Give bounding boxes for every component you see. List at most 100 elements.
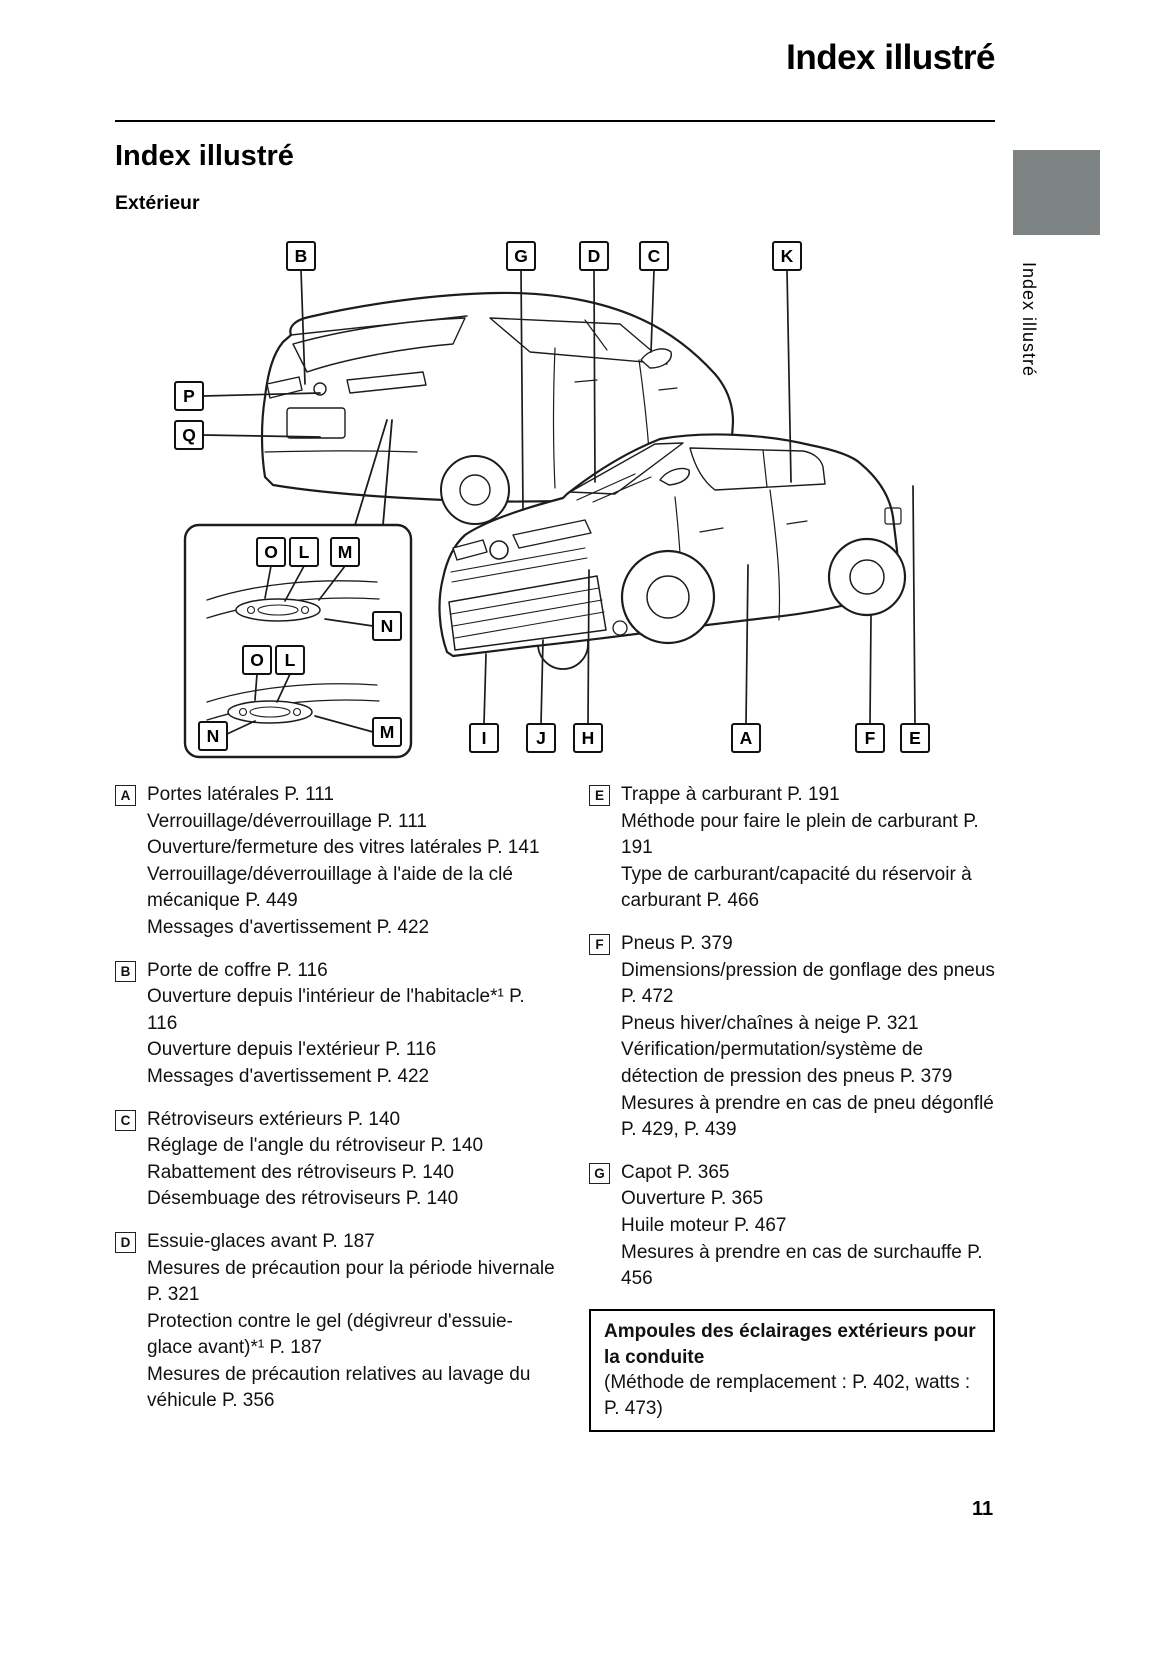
entry-details: Méthode pour faire le plein de carburant… — [621, 809, 995, 915]
callout-inset-N-upper: N — [372, 611, 402, 641]
entry-line: Désembuage des rétroviseurs P. 140 — [147, 1188, 459, 1210]
entry-line: Méthode pour faire le plein de carburant… — [621, 810, 979, 859]
svg-text:G: G — [514, 246, 528, 266]
callout-I: I — [469, 723, 499, 753]
entry-key: D — [115, 1231, 136, 1253]
entry-title: Pneus P. 379 — [621, 932, 733, 954]
callout-C: C — [639, 241, 669, 271]
chapter-tab-block — [1013, 150, 1100, 235]
entry-title: Portes latérales P. 111 — [147, 784, 334, 805]
entry-line: Rabattement des rétroviseurs P. 140 — [147, 1161, 454, 1183]
entry-line: Huile moteur P. 467 — [621, 1214, 787, 1236]
entry-line: Mesures à prendre en cas de pneu dégonfl… — [621, 1092, 994, 1141]
exterior-diagram-svg: B G D C K P Q I J H A F E O L M N O L N — [174, 241, 930, 759]
svg-text:O: O — [250, 650, 264, 670]
callout-inset-M-upper: M — [330, 537, 360, 567]
callout-F: F — [855, 723, 885, 753]
entry-line: Pneus hiver/chaînes à neige P. 321 — [621, 1012, 919, 1034]
entry-key: C — [115, 1109, 136, 1131]
entry-line: Messages d'avertissement P. 422 — [147, 1065, 430, 1087]
side-tab-label: Index illustré — [1019, 262, 1039, 378]
entry-details: Mesures de précaution pour la période hi… — [147, 1256, 555, 1416]
entry-line: Mesures à prendre en cas de surchauffe P… — [621, 1241, 983, 1290]
page-number: 11 — [972, 1498, 994, 1520]
header-divider — [115, 120, 995, 122]
entry-details: Réglage de l'angle du rétroviseur P. 140… — [147, 1133, 483, 1213]
svg-text:F: F — [865, 728, 876, 748]
entry-details: Ouverture depuis l'intérieur de l'habita… — [147, 984, 555, 1090]
note-title: Ampoules des éclairages extérieurs pour … — [604, 1320, 976, 1368]
svg-text:P: P — [183, 386, 195, 406]
callouts: B G D C K P Q I J H A F E O L M N O L N — [174, 241, 930, 753]
index-entry-E: E Trappe à carburant P. 191 Méthode pour… — [589, 782, 995, 915]
entry-line: Protection contre le gel (dégivreur d'es… — [147, 1310, 513, 1359]
callout-inset-N-lower: N — [198, 721, 228, 751]
svg-text:M: M — [380, 722, 395, 742]
callout-inset-L-upper: L — [289, 537, 319, 567]
callout-inset-O-upper: O — [256, 537, 286, 567]
callout-H: H — [573, 723, 603, 753]
callout-P: P — [174, 381, 204, 411]
callout-E: E — [900, 723, 930, 753]
svg-text:Q: Q — [182, 425, 196, 445]
entry-key: G — [589, 1162, 610, 1184]
detail-inset — [183, 419, 413, 759]
entry-line: Ouverture depuis l'extérieur P. 116 — [147, 1039, 437, 1061]
note-body: (Méthode de remplacement : P. 402, watts… — [604, 1372, 971, 1420]
entry-line: Type de carburant/capacité du réservoir … — [621, 863, 972, 912]
entry-line: Dimensions/pression de gonflage des pneu… — [621, 959, 995, 1008]
entry-key: E — [589, 785, 610, 806]
svg-text:D: D — [588, 246, 601, 266]
entry-title: Porte de coffre P. 116 — [147, 959, 328, 981]
entry-details: Dimensions/pression de gonflage des pneu… — [621, 958, 995, 1144]
callout-D: D — [579, 241, 609, 271]
callout-inset-M-lower: M — [372, 717, 402, 747]
svg-text:C: C — [648, 246, 661, 266]
page-header-title: Index illustré — [786, 38, 995, 77]
index-column-right: E Trappe à carburant P. 191 Méthode pour… — [589, 782, 995, 1432]
entry-line: Verrouillage/déverrouillage à l'aide de … — [147, 863, 513, 912]
svg-text:B: B — [295, 246, 308, 266]
exterior-diagram: B G D C K P Q I J H A F E O L M N O L N — [115, 232, 995, 762]
entry-line: Mesures de précaution relatives au lavag… — [147, 1363, 531, 1412]
svg-text:A: A — [740, 728, 753, 748]
entry-line: Vérification/permutation/système de déte… — [621, 1039, 953, 1087]
entry-line: Réglage de l'angle du rétroviseur P. 140 — [147, 1135, 484, 1157]
callout-B: B — [286, 241, 316, 271]
entry-key: B — [115, 960, 136, 982]
index-entry-C: C Rétroviseurs extérieurs P. 140 Réglage… — [115, 1107, 555, 1213]
entry-line: Messages d'avertissement P. 422 — [147, 916, 430, 938]
callout-inset-O-lower: O — [242, 645, 272, 675]
svg-text:H: H — [582, 728, 595, 748]
callout-Q: Q — [174, 420, 204, 450]
entry-title: Trappe à carburant P. 191 — [621, 784, 840, 805]
entry-line: Ouverture P. 365 — [621, 1188, 764, 1210]
section-title: Index illustré — [115, 140, 294, 172]
callout-inset-L-lower: L — [275, 645, 305, 675]
callout-J: J — [526, 723, 556, 753]
svg-text:E: E — [909, 728, 921, 748]
index-entry-D: D Essuie-glaces avant P. 187 Mesures de … — [115, 1229, 555, 1415]
callout-K: K — [772, 241, 802, 271]
svg-text:O: O — [264, 542, 278, 562]
entry-title: Capot P. 365 — [621, 1161, 730, 1183]
subsection-title: Extérieur — [115, 192, 200, 214]
index-entry-A: A Portes latérales P. 111 Verrouillage/d… — [115, 782, 555, 942]
svg-text:N: N — [381, 616, 394, 636]
exterior-lamps-note: Ampoules des éclairages extérieurs pour … — [589, 1308, 995, 1432]
entry-line: Ouverture/fermeture des vitres latérales… — [147, 837, 540, 859]
entry-title: Rétroviseurs extérieurs P. 140 — [147, 1108, 401, 1130]
index-column-left: A Portes latérales P. 111 Verrouillage/d… — [115, 782, 555, 1432]
entry-line: Ouverture depuis l'intérieur de l'habita… — [147, 986, 525, 1034]
svg-text:M: M — [338, 542, 353, 562]
index-entry-F: F Pneus P. 379 Dimensions/pression de go… — [589, 931, 995, 1144]
entry-title: Essuie-glaces avant P. 187 — [147, 1230, 375, 1252]
car-front-quarter-view — [438, 433, 907, 670]
svg-text:J: J — [536, 728, 546, 748]
entry-key: F — [589, 933, 610, 955]
entry-line: Verrouillage/déverrouillage P. 111 — [147, 810, 427, 832]
